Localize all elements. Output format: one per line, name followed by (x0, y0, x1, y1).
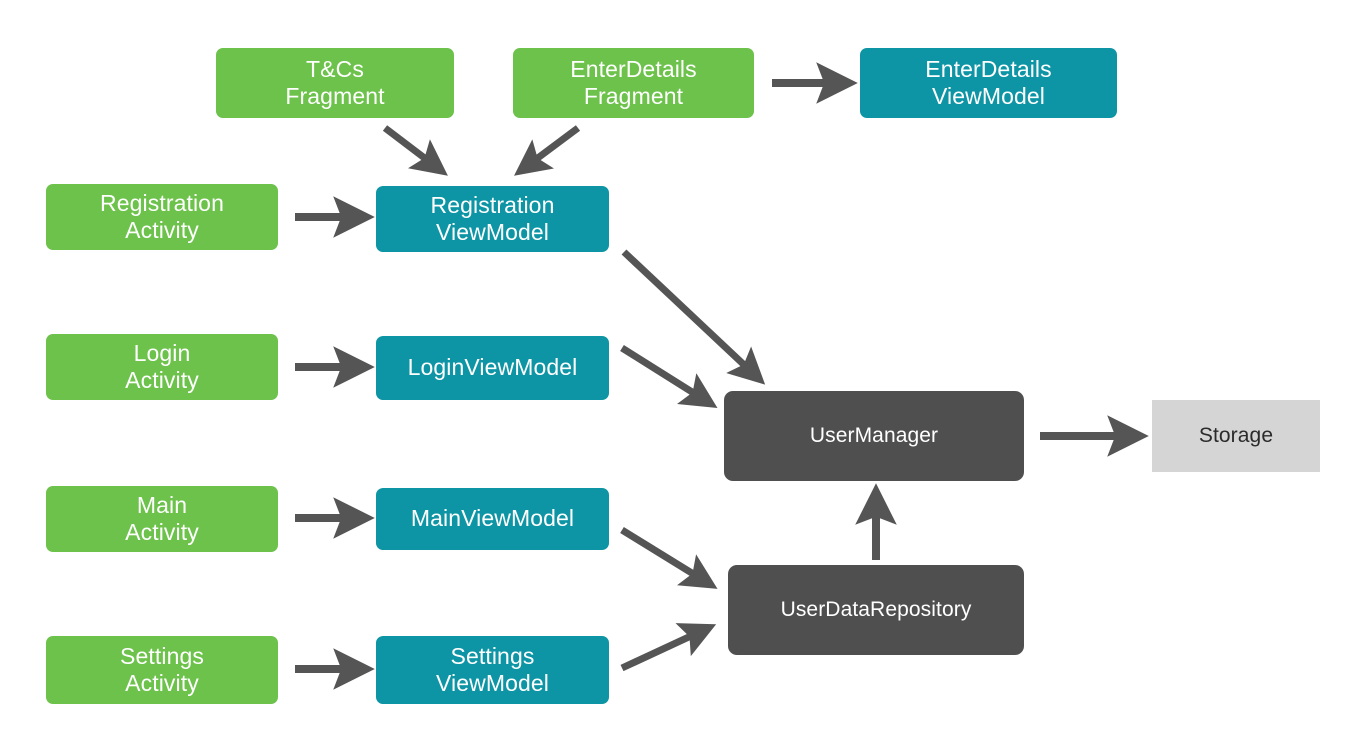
node-settings-viewmodel[interactable]: Settings ViewModel (376, 636, 609, 704)
edge-settings-vm-to-repository (620, 623, 717, 672)
node-user-data-repository[interactable]: UserDataRepository (728, 565, 1024, 655)
node-main-activity[interactable]: Main Activity (46, 486, 278, 552)
edge-enterdetails-to-registration-vm (514, 125, 581, 176)
node-enterdetails-viewmodel[interactable]: EnterDetails ViewModel (860, 48, 1117, 118)
node-login-activity[interactable]: Login Activity (46, 334, 278, 400)
edge-main-vm-to-repository (620, 527, 718, 589)
node-registration-activity[interactable]: Registration Activity (46, 184, 278, 250)
node-enterdetails-fragment[interactable]: EnterDetails Fragment (513, 48, 754, 118)
node-settings-activity[interactable]: Settings Activity (46, 636, 278, 704)
node-storage[interactable]: Storage (1152, 400, 1320, 472)
edge-registration-vm-to-manager (621, 249, 766, 385)
node-user-manager[interactable]: UserManager (724, 391, 1024, 481)
node-login-viewmodel[interactable]: LoginViewModel (376, 336, 609, 400)
edge-tcs-to-registration-vm (382, 125, 448, 176)
node-registration-viewmodel[interactable]: Registration ViewModel (376, 186, 609, 252)
node-tcs-fragment[interactable]: T&Cs Fragment (216, 48, 454, 118)
edge-login-vm-to-manager (620, 345, 718, 408)
node-main-viewmodel[interactable]: MainViewModel (376, 488, 609, 550)
